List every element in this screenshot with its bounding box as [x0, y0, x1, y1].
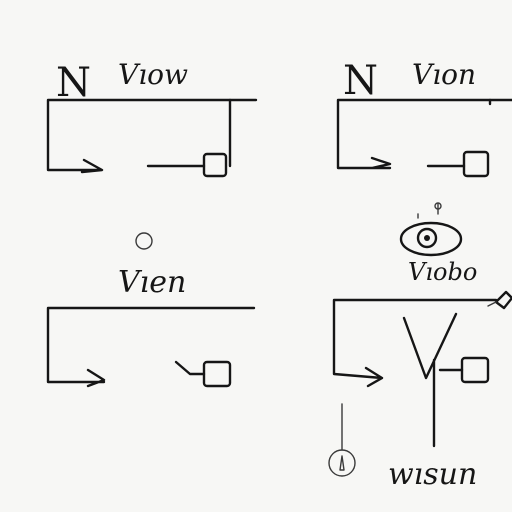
panel-top-left-wire	[146, 98, 232, 168]
panel-bottom-right-label: Vıobo	[408, 258, 477, 286]
panel-top-right: N Vıon	[336, 58, 512, 178]
panel-top-right-frame	[336, 98, 512, 170]
panel-top-right-label: Vıon	[412, 58, 476, 91]
panel-top-right-box	[462, 150, 490, 178]
panel-bottom-right-letter	[402, 312, 458, 448]
panel-top-left-frame	[46, 98, 258, 174]
panel-top-right-wire	[426, 98, 492, 168]
panel-bottom-left-wire	[174, 360, 206, 376]
panel-bottom-left-box	[202, 360, 232, 388]
panel-top-right-letter: N	[343, 58, 378, 104]
pen-tip-icon	[487, 290, 512, 310]
panel-top-left-letter: N	[56, 60, 91, 106]
panel-bottom-right-letter-text: V	[0, 0, 1, 1]
panel-bottom-left: Vıen	[46, 265, 256, 388]
probe-icon	[328, 403, 356, 477]
panel-bottom-right-box	[460, 356, 490, 384]
panel-top-left-box	[202, 152, 228, 178]
eye-icon	[399, 202, 463, 257]
panel-bottom-right-footer-label: wısun	[388, 457, 477, 492]
panel-bottom-left-label: Vıen	[118, 265, 186, 300]
panel-bottom-right: Vıobo V wısun	[0, 0, 512, 492]
panel-bottom-right-frame	[332, 298, 498, 388]
panel-top-left-label: Vıow	[118, 58, 188, 91]
panel-bottom-left-frame	[46, 306, 256, 388]
panel-top-left: N Vıow	[46, 58, 258, 178]
small-circle-icon	[135, 232, 153, 250]
